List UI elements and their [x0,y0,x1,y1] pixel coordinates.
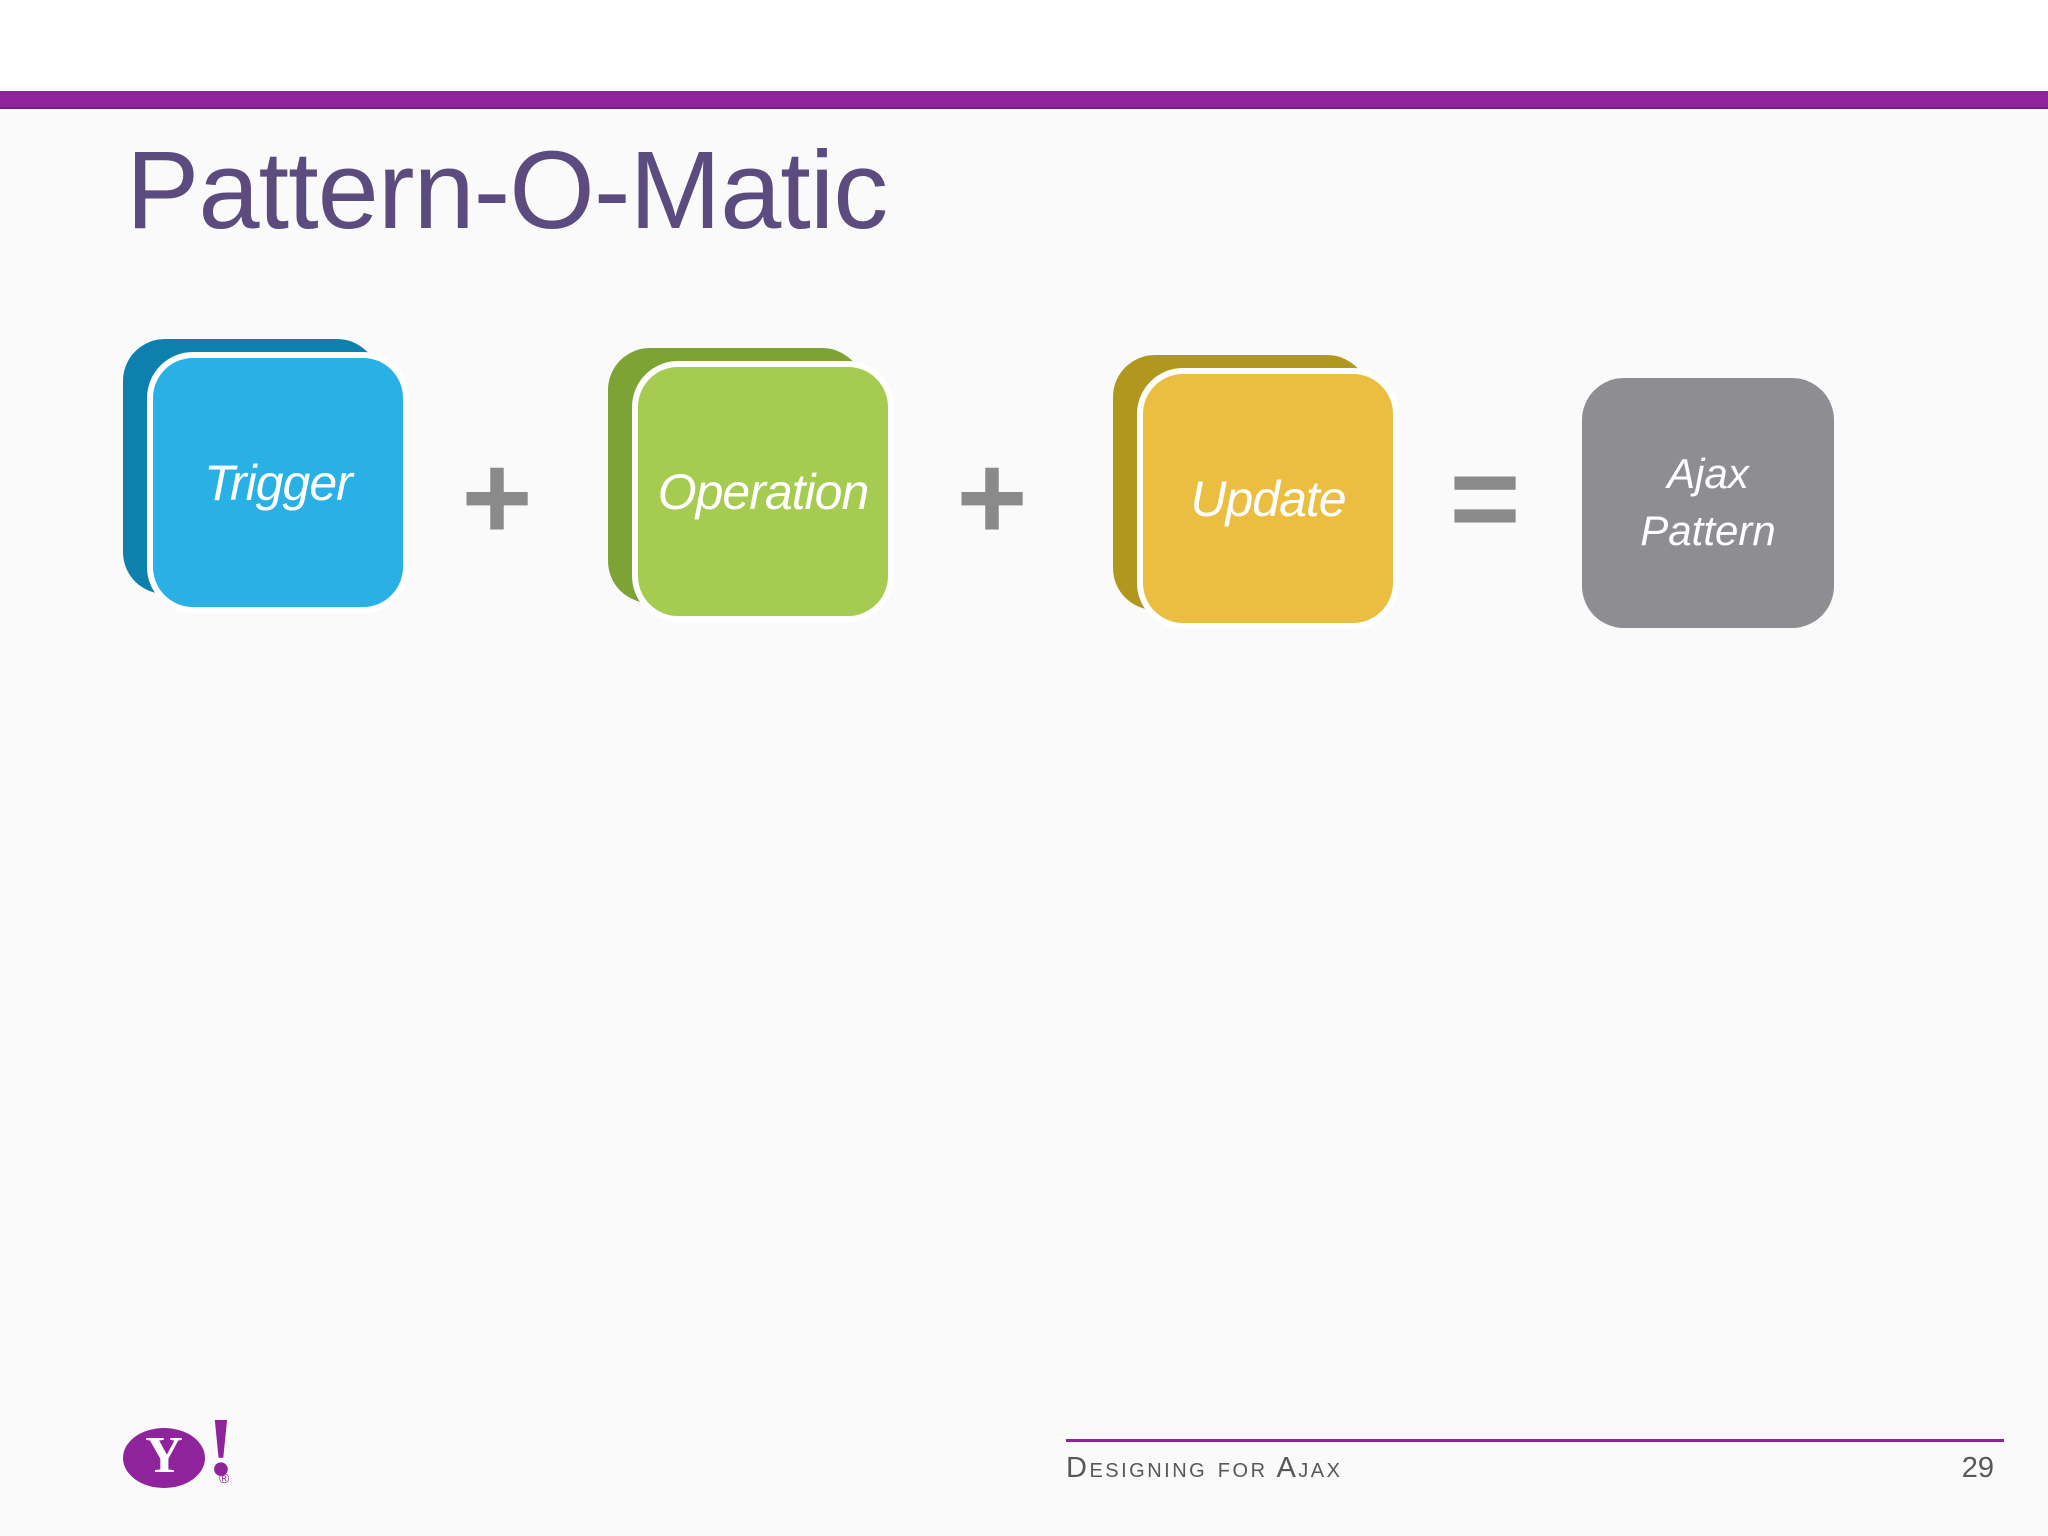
yahoo-logo-y: Y [145,1427,183,1484]
plus-operator-2: + [956,429,1028,565]
slide-background [0,109,2048,1536]
footer-section-title: Designing for Ajax [1066,1452,1343,1484]
footer-divider-line [1066,1439,2004,1442]
operation-card-label: Operation [657,463,870,520]
yahoo-logo-ellipse: Y [123,1428,205,1488]
update-card-label: Update [1190,470,1346,527]
ajax-pattern-label-line2: Pattern [1640,507,1776,554]
slide-title: Pattern-O-Matic [126,129,888,252]
equals-operator: = [1449,430,1521,566]
page-number: 29 [1961,1452,1994,1484]
trigger-card-label: Trigger [204,454,353,511]
yahoo-logo-exclamation: ! [207,1401,235,1494]
update-card: Update [1113,355,1503,655]
yahoo-logo: Y ! ® [123,1406,243,1498]
trigger-card-front-layer: Trigger [147,352,409,613]
ajax-pattern-label-line1: Ajax [1667,450,1749,498]
registered-trademark-icon: ® [219,1470,230,1486]
accent-top-bar [0,91,2048,109]
update-card-front-layer: Update [1137,368,1399,629]
plus-operator-1: + [461,429,533,565]
operation-card-front-layer: Operation [632,361,894,622]
ajax-pattern-card: Ajax Pattern [1582,378,1834,628]
trigger-card: Trigger [123,339,513,639]
operation-card: Operation [608,348,998,648]
